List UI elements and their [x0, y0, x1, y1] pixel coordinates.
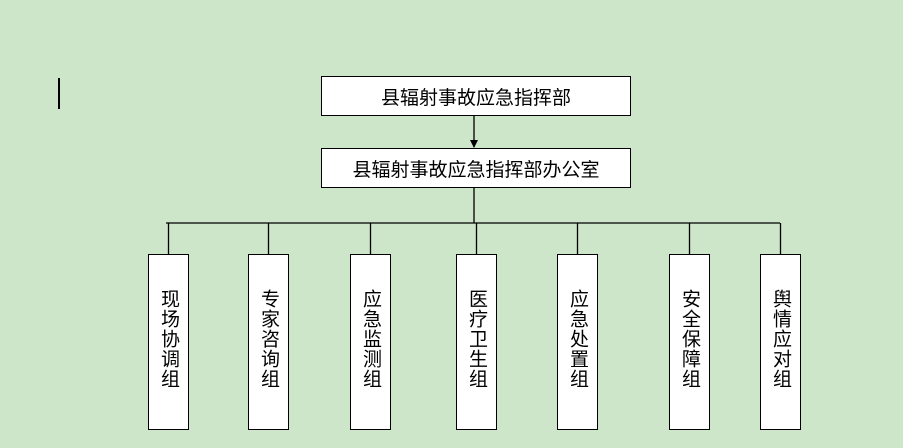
- group-box-public-opinion: 舆情应对组: [760, 254, 801, 430]
- command-center-label: 县辐射事故应急指挥部: [380, 86, 571, 109]
- group-drop-lines: [167, 223, 782, 254]
- group-box-emergency-response: 应急处置组: [557, 254, 598, 430]
- group-box-on-site-coordination: 现场协调组: [148, 254, 189, 430]
- group-label: 专家咨询组: [258, 289, 280, 389]
- group-label: 医疗卫生组: [466, 289, 488, 389]
- group-box-expert-consultation: 专家咨询组: [248, 254, 289, 430]
- text-cursor: [58, 78, 60, 109]
- command-center-box: 县辐射事故应急指挥部: [321, 76, 631, 116]
- group-label: 安全保障组: [679, 289, 701, 389]
- group-label: 应急处置组: [567, 289, 589, 389]
- office-label: 县辐射事故应急指挥部办公室: [352, 158, 600, 181]
- group-box-security: 安全保障组: [669, 254, 710, 430]
- group-label: 舆情应对组: [770, 289, 792, 389]
- group-box-emergency-monitoring: 应急监测组: [350, 254, 391, 430]
- group-label: 应急监测组: [360, 289, 382, 389]
- group-box-medical-health: 医疗卫生组: [456, 254, 497, 430]
- office-box: 县辐射事故应急指挥部办公室: [321, 148, 631, 188]
- group-label: 现场协调组: [158, 289, 180, 389]
